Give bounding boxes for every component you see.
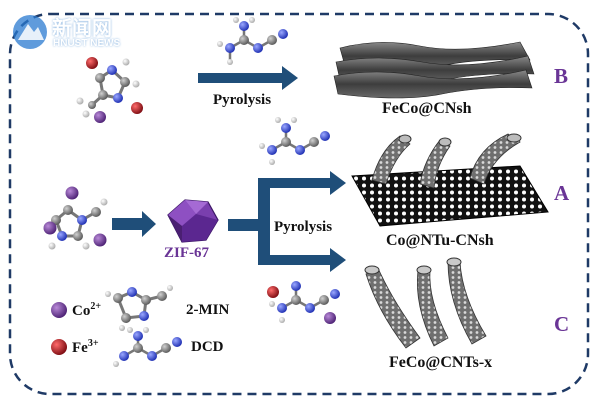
nanotube-graphene bbox=[351, 133, 549, 227]
legend-fe-label: Fe3+ bbox=[72, 338, 99, 357]
pyrolysis-label-mid: Pyrolysis bbox=[274, 219, 333, 235]
product-a-label: Co@NTu-CNsh bbox=[386, 232, 494, 249]
middle-precursors bbox=[43, 186, 108, 250]
dcd-legend-icon bbox=[113, 327, 182, 367]
arrow-branch bbox=[228, 171, 346, 272]
co-ion-legend-icon bbox=[51, 302, 67, 318]
fe-ion bbox=[131, 102, 143, 114]
dcd-molecule-bottom bbox=[267, 281, 340, 324]
product-b-label: FeCo@CNsh bbox=[382, 100, 472, 117]
nanotube-bundle bbox=[364, 257, 487, 349]
legend-min-label: 2-MIN bbox=[186, 302, 230, 318]
co-ion bbox=[94, 111, 106, 123]
fe-ion-legend-icon bbox=[51, 339, 67, 355]
watermark-logo bbox=[13, 15, 47, 49]
dcd-molecule-mid bbox=[259, 117, 330, 165]
co-ion bbox=[65, 186, 79, 200]
legend-co-label: Co2+ bbox=[72, 301, 101, 320]
dashed-frame bbox=[8, 12, 590, 396]
route-letter-a: A bbox=[554, 181, 570, 205]
min-legend-icon bbox=[105, 285, 173, 331]
top-precursors bbox=[76, 57, 143, 123]
co-ion bbox=[43, 221, 57, 235]
dcd-molecule-top bbox=[217, 17, 288, 65]
legend-fe-text: Fe bbox=[72, 340, 88, 356]
route-letter-b: B bbox=[554, 64, 569, 88]
pyrolysis-label-top: Pyrolysis bbox=[213, 92, 272, 108]
arrow-to-zif bbox=[112, 211, 156, 237]
route-letter-c: C bbox=[554, 312, 570, 336]
legend-co-charge: 2+ bbox=[90, 301, 102, 312]
fe-ion bbox=[86, 57, 98, 69]
co-ion bbox=[93, 233, 107, 247]
zif-label: ZIF-67 bbox=[164, 245, 209, 261]
product-c-label: FeCo@CNTs-x bbox=[389, 354, 493, 371]
legend-dcd-label: DCD bbox=[191, 339, 224, 355]
legend-fe-charge: 3+ bbox=[87, 338, 99, 349]
fe-ion bbox=[267, 286, 279, 298]
watermark-subtitle: HNUST NEWS bbox=[53, 38, 121, 49]
watermark-title: 新闻网 bbox=[52, 18, 112, 40]
zif-crystal bbox=[167, 199, 219, 243]
arrow-to-b bbox=[198, 66, 298, 90]
co-ion bbox=[324, 312, 336, 324]
legend-co-text: Co bbox=[72, 303, 91, 319]
nanosheet-stack bbox=[333, 41, 535, 99]
